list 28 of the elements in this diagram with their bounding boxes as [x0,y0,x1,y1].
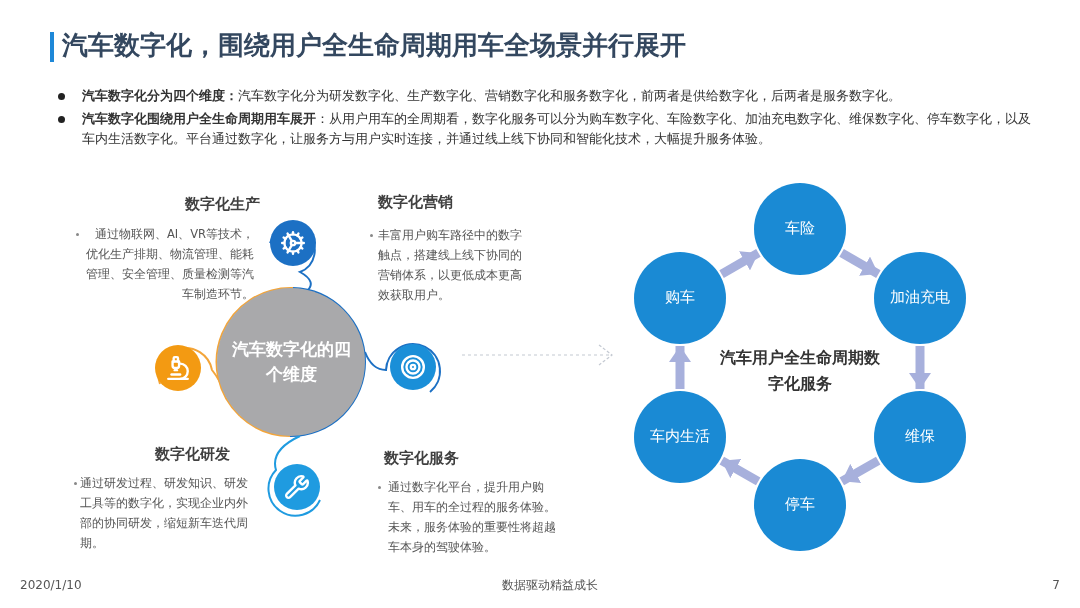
flow-arrow [719,249,761,278]
section-heading: 数字化服务 [384,448,460,469]
flow-arrow [839,456,881,486]
node-text: 车险 [785,218,815,240]
description-text: 丰富用户购车路径中的数字触点，搭建线上线下协同的营销体系，以更低成本更高效获取用户。 [378,227,523,304]
section-heading: 数字化营销 [378,192,454,213]
bullet-text: 汽车数字化分为四个维度：汽车数字化分为研发数字化、生产数字化、营销数字化和服务数字化，前两者是供给数字化，后两者是服务数字化。 [82,87,902,105]
node-text: 购车 [665,287,695,309]
section-heading: 数字化研发 [154,444,230,465]
flow-arrow [669,346,691,389]
slide-title: 汽车数字化，围绕用户全生命周期用车全场景并行展开 [62,29,686,62]
section-heading: 数字化生产 [184,194,260,215]
description-text: 通过数字化平台，提升用户购车、用车的全过程的服务体验。未来，服务体验的重要性将超越车本身的驾驶体验。 [388,479,557,556]
page-number: 7 [1051,577,1060,593]
node-text: 加油充电 [890,287,950,309]
node-text: 停车 [785,494,815,516]
date-text: 2020/1/10 [20,577,83,593]
footer-text: 数据驱动精益成长 [501,577,599,593]
flow-arrow [719,456,761,486]
node-text: 汽车数字化的四个维度 [230,338,352,386]
node-text: 维保 [905,426,935,448]
description-text: 通过研发过程、研发知识、研发工具等的数字化，实现企业内外部的协同研发，缩短新车迭代周期。 [80,475,249,552]
bullet-text: 汽车数字化围绕用户全生命周期用车展开：从用户用车的全周期看，数字化服务可以分为购车数字化、车险数字化、加油充电数字化、维保数字化、停车数字化，以及车内生活数字化。平台通过数字化，让服务方与用户实时连接，并通过线上线下协同和智能化技术，大幅提升服务体验。 [82,110,1032,148]
center-caption: 汽车用户全生命周期数字化服务 [719,347,881,395]
flow-arrow [909,346,931,389]
flow-arrow [839,249,881,278]
description-text: 通过物联网、AI、VR等技术，优化生产排期、物流管理、能耗管理、安全管理、质量检测等汽车制造环节。 [85,226,254,303]
node-text: 车内生活 [650,426,710,448]
